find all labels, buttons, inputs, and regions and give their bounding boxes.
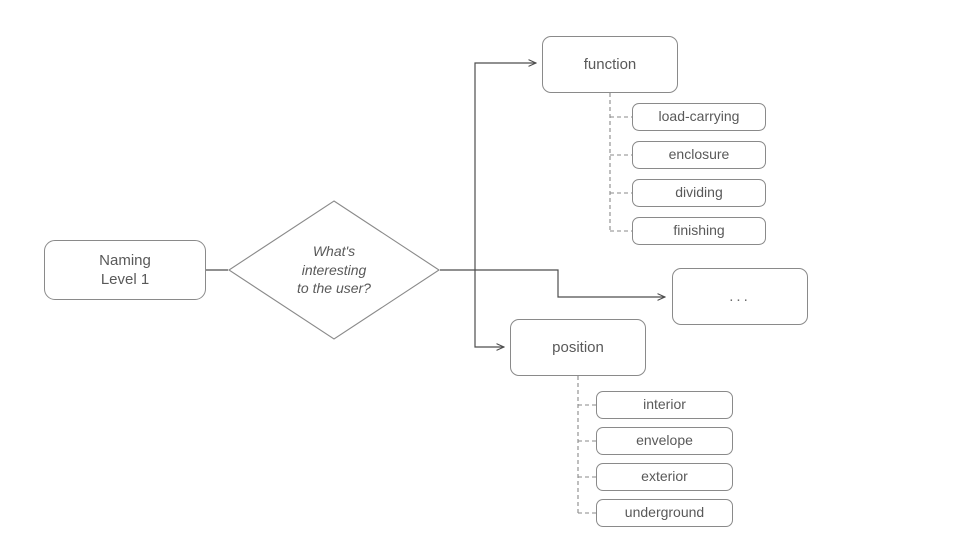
leaf-node-load-carrying[interactable]: load-carrying xyxy=(632,103,766,131)
more-branches-node[interactable]: ... xyxy=(672,268,808,325)
branch-label-function: function xyxy=(583,55,637,73)
leaf-label-load-carrying: load-carrying xyxy=(658,108,740,125)
edge-decision-to-position xyxy=(474,270,504,347)
leaf-node-enclosure[interactable]: enclosure xyxy=(632,141,766,169)
leaf-node-exterior[interactable]: exterior xyxy=(596,463,733,491)
naming-level-1-label: Naming Level 1 xyxy=(99,251,151,288)
leaf-node-dividing[interactable]: dividing xyxy=(632,179,766,207)
leaf-label-underground: underground xyxy=(624,504,705,521)
leaf-label-envelope: envelope xyxy=(636,432,693,449)
more-branches-label: ... xyxy=(729,287,751,305)
branch-label-position: position xyxy=(552,338,604,356)
leaf-node-finishing[interactable]: finishing xyxy=(632,217,766,245)
leaf-node-interior[interactable]: interior xyxy=(596,391,733,419)
decision-node[interactable]: What's interesting to the user? xyxy=(228,200,440,340)
leaf-label-interior: interior xyxy=(643,396,686,413)
edge-decision-to-function xyxy=(474,63,536,270)
branch-node-position[interactable]: position xyxy=(510,319,646,376)
leaf-label-exterior: exterior xyxy=(641,468,688,485)
branch-node-function[interactable]: function xyxy=(542,36,678,93)
decision-diamond-shape xyxy=(228,200,440,340)
leaf-node-underground[interactable]: underground xyxy=(596,499,733,527)
naming-level-1-node[interactable]: Naming Level 1 xyxy=(44,240,206,300)
leaf-label-finishing: finishing xyxy=(673,222,725,239)
edge-decision-trunk xyxy=(440,269,665,297)
leaf-label-dividing: dividing xyxy=(675,184,723,201)
decision-label: What's interesting to the user? xyxy=(297,242,371,297)
leaf-node-envelope[interactable]: envelope xyxy=(596,427,733,455)
leaf-label-enclosure: enclosure xyxy=(668,146,730,163)
